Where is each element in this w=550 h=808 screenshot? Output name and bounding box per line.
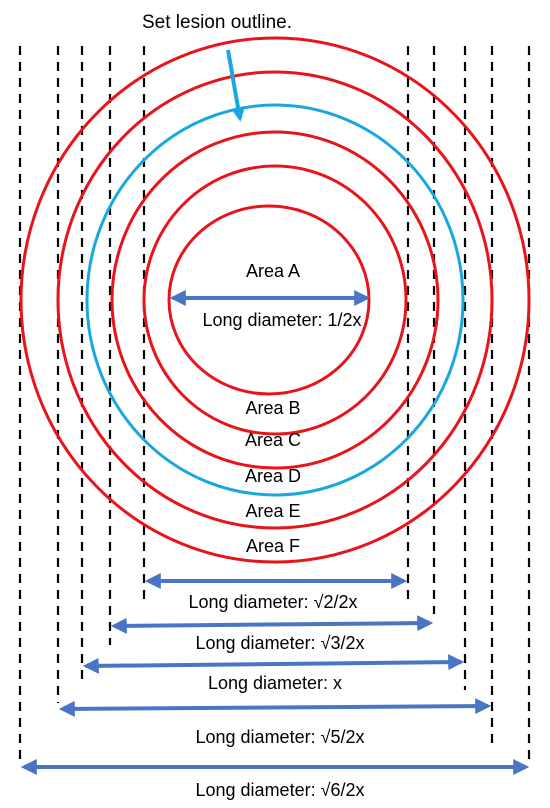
area-ring-c [110, 130, 440, 470]
dimension-label: Long diameter: x [208, 673, 342, 693]
area-ring-e [56, 70, 494, 530]
area-label-c: Area C [245, 430, 301, 450]
title-label: Set lesion outline. [142, 12, 292, 33]
dimension-label: Long diameter: √5/2x [196, 727, 365, 747]
area-label-a: Area A [246, 261, 300, 281]
area-label-d: Area D [245, 466, 301, 486]
area-ring-f [19, 36, 531, 564]
inner-dimension-label: Long diameter: 1/2x [202, 310, 361, 330]
area-label-f: Area F [246, 536, 300, 556]
dimension-label: Long diameter: √2/2x [189, 592, 358, 612]
double-arrow-icon [110, 615, 434, 634]
area-label-e: Area E [245, 501, 300, 521]
dimension-label: Long diameter: √3/2x [196, 633, 365, 653]
area-label-b: Area B [245, 398, 300, 418]
double-arrow-icon [82, 654, 465, 674]
dimension-arrows [20, 573, 530, 775]
guide-lines [18, 46, 531, 765]
double-arrow-icon [58, 698, 492, 717]
arrow-down-icon [226, 49, 245, 122]
lesion-outline-ring [85, 103, 465, 497]
dimension-label: Long diameter: √6/2x [196, 780, 365, 800]
area-ring-b [142, 164, 408, 436]
